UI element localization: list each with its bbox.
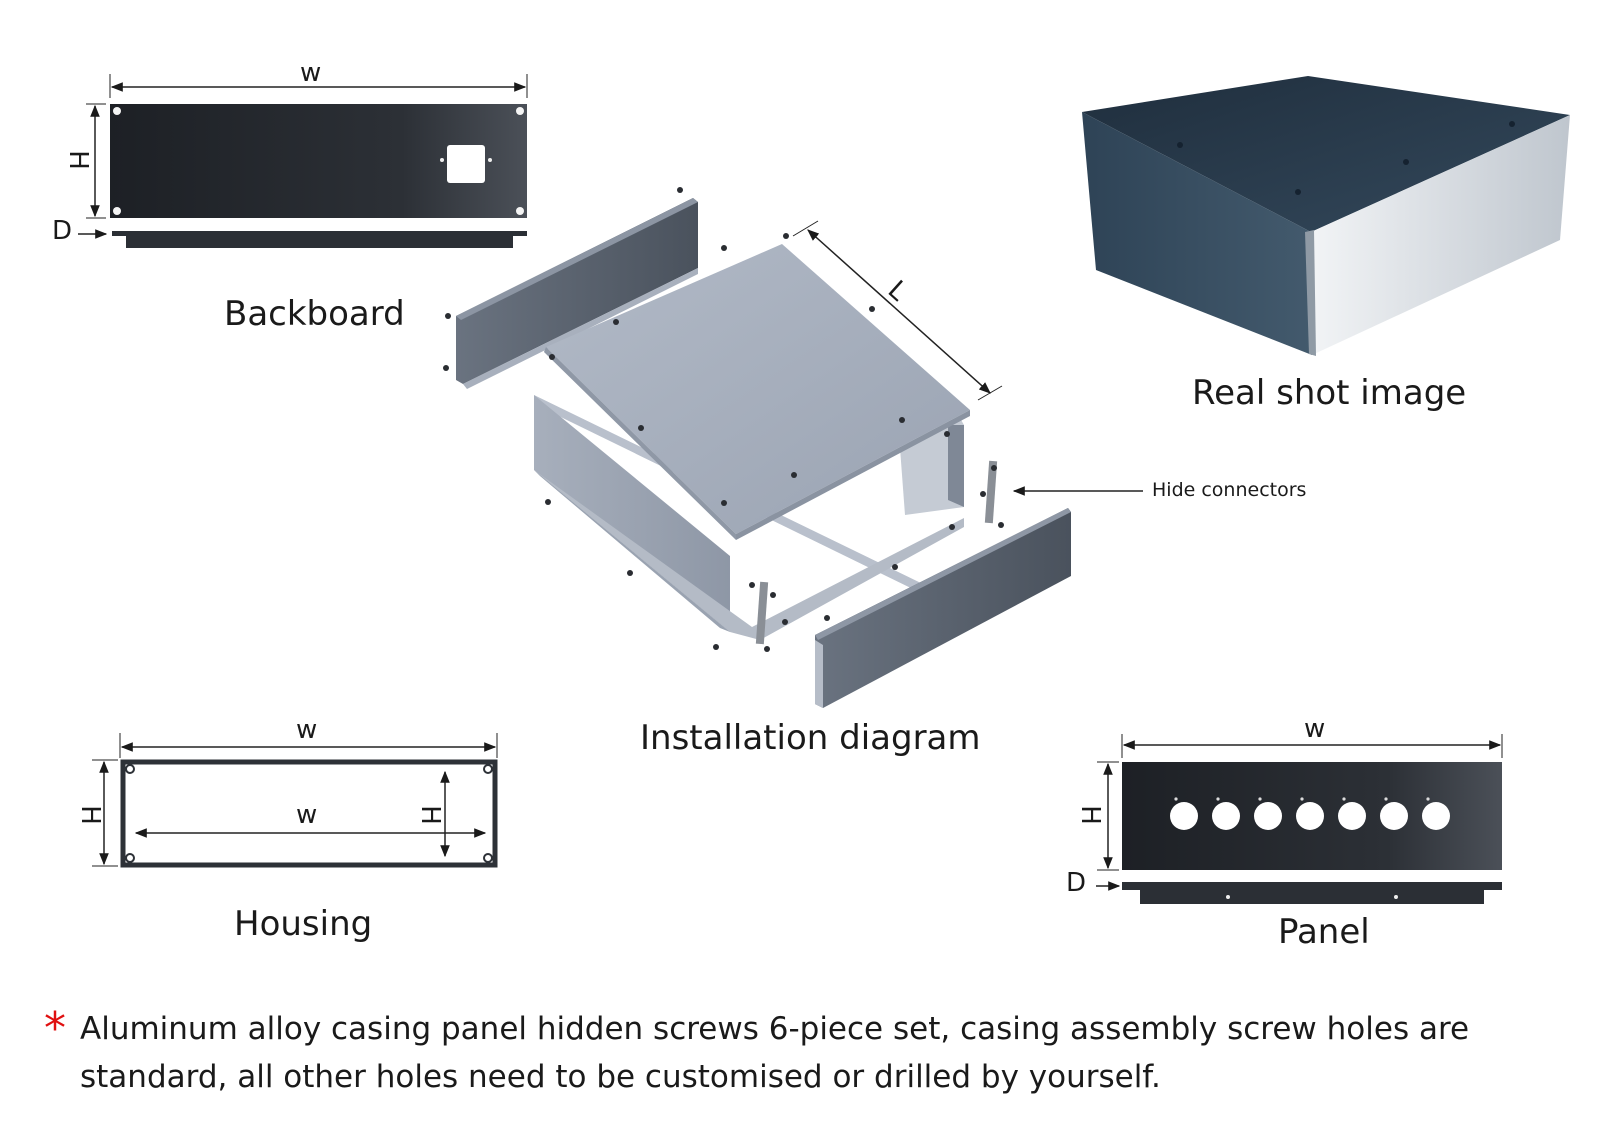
- backboard-caption: Backboard: [224, 294, 405, 334]
- panel-connector-holes: [1170, 802, 1450, 830]
- exploded-housing-side: [534, 395, 730, 632]
- panel-caption: Panel: [1278, 912, 1370, 952]
- installation-drawing: [443, 187, 1143, 708]
- connector-left: [755, 581, 769, 645]
- housing-caption: Housing: [234, 904, 373, 944]
- footnote: * Aluminum alloy casing panel hidden scr…: [44, 1005, 1564, 1101]
- housing-drawing: [92, 733, 498, 868]
- box-side: [1082, 112, 1312, 355]
- panel-height-label: H: [1074, 805, 1105, 825]
- exploded-back-panel: [456, 198, 698, 384]
- footnote-text: Aluminum alloy casing panel hidden screw…: [80, 1011, 1470, 1095]
- backboard-drawing: [78, 74, 528, 248]
- backboard-width-label: w: [300, 58, 322, 88]
- footnote-marker: *: [44, 1003, 66, 1054]
- housing-frame: [120, 759, 498, 868]
- exploded-screws: [443, 187, 1004, 652]
- housing-inner-height-label: H: [414, 805, 445, 825]
- length-dimension-line: [807, 229, 991, 394]
- installation-caption: Installation diagram: [640, 718, 981, 758]
- box-front-face: [1311, 115, 1570, 355]
- panel-depth-label: D: [1066, 868, 1087, 898]
- backboard-cutout: [447, 145, 485, 183]
- hide-connectors-label: Hide connectors: [1152, 479, 1307, 501]
- backboard-depth-label: D: [52, 216, 73, 246]
- backboard-height-label: H: [62, 150, 93, 170]
- connector-right: [984, 460, 998, 524]
- panel-width-label: w: [1304, 714, 1326, 744]
- exploded-front-panel: [815, 508, 1071, 708]
- box-top: [1082, 76, 1570, 232]
- housing-width-label: w: [296, 715, 318, 745]
- housing-inner-width-label: w: [296, 800, 318, 830]
- real-shot-caption: Real shot image: [1192, 373, 1467, 413]
- real-shot-drawing: [1082, 76, 1570, 356]
- panel-profile: [1122, 882, 1502, 904]
- housing-height-label: H: [74, 805, 105, 825]
- panel-drawing: [1096, 734, 1503, 904]
- backboard-profile: [112, 231, 527, 248]
